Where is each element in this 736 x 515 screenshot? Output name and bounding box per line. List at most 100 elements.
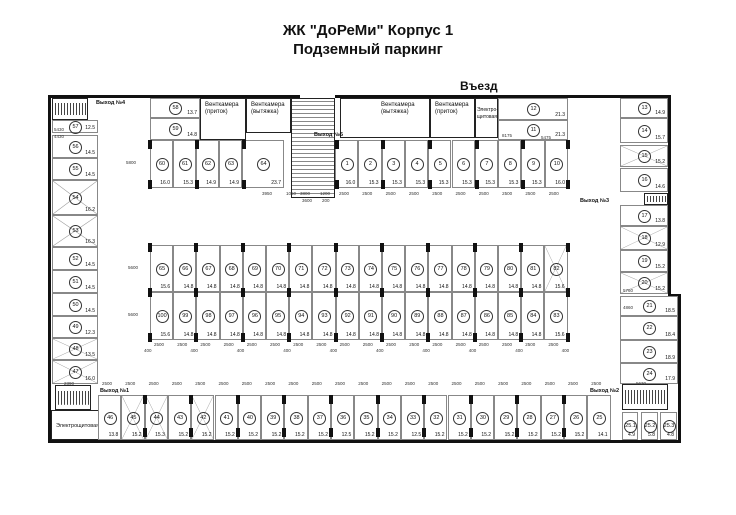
parking-spot[interactable]: 2615.2: [564, 395, 588, 440]
parking-spot[interactable]: 6314.9: [219, 140, 242, 188]
parking-spot[interactable]: 9114.8: [358, 292, 382, 340]
parking-spot[interactable]: 2015.2: [620, 272, 668, 294]
parking-spot[interactable]: 3115.2: [447, 395, 471, 440]
parking-spot[interactable]: 1812.9: [620, 226, 668, 250]
parking-spot[interactable]: 8914.8: [405, 292, 429, 340]
parking-spot[interactable]: 5914.8: [150, 118, 200, 140]
parking-spot[interactable]: 9014.8: [382, 292, 406, 340]
parking-spot[interactable]: 4015.2: [237, 395, 262, 440]
parking-spot[interactable]: 2318.9: [620, 340, 678, 363]
parking-spot[interactable]: 5114.5: [52, 270, 98, 293]
parking-spot[interactable]: 7514.8: [382, 245, 406, 292]
parking-spot[interactable]: 25.25.8: [641, 412, 658, 440]
parking-spot[interactable]: 9614.8: [242, 292, 266, 340]
parking-spot[interactable]: 3015.2: [470, 395, 495, 440]
parking-spot[interactable]: 3312.5: [400, 395, 425, 440]
parking-spot[interactable]: 5014.5: [52, 293, 98, 316]
parking-spot[interactable]: 3415.2: [377, 395, 401, 440]
parking-spot[interactable]: 8614.8: [474, 292, 498, 340]
parking-spot[interactable]: 4315.2: [167, 395, 192, 440]
parking-spot[interactable]: 9814.8: [196, 292, 220, 340]
parking-spot[interactable]: 6914.8: [242, 245, 266, 292]
parking-spot[interactable]: 7414.8: [358, 245, 382, 292]
parking-spot[interactable]: 7014.8: [266, 245, 290, 292]
parking-spot[interactable]: 6614.8: [173, 245, 197, 292]
parking-spot[interactable]: 7614.8: [405, 245, 429, 292]
parking-spot[interactable]: 2218.4: [620, 316, 678, 340]
parking-spot[interactable]: 1713.8: [620, 205, 668, 226]
parking-spot[interactable]: 215.3: [358, 140, 382, 188]
parking-spot[interactable]: 1515.2: [620, 145, 668, 167]
parking-spot[interactable]: 2118.5: [620, 296, 678, 316]
parking-spot[interactable]: 4716.0: [52, 360, 98, 384]
parking-spot[interactable]: 5614.5: [52, 135, 98, 158]
parking-spot[interactable]: 1121.3: [498, 120, 568, 140]
parking-spot[interactable]: 615.3: [451, 140, 475, 188]
parking-spot[interactable]: 7814.8: [451, 245, 475, 292]
parking-spot[interactable]: 1614.6: [620, 168, 668, 192]
parking-spot[interactable]: 8315.6: [544, 292, 568, 340]
parking-spot[interactable]: 6115.3: [173, 140, 196, 188]
parking-spot[interactable]: 4813.5: [52, 338, 98, 360]
parking-spot[interactable]: 8514.8: [498, 292, 522, 340]
parking-spot[interactable]: 3515.2: [354, 395, 378, 440]
parking-spot[interactable]: 415.3: [404, 140, 429, 188]
parking-spot[interactable]: 6423.7: [242, 140, 284, 188]
parking-spot[interactable]: 3815.2: [284, 395, 308, 440]
parking-spot[interactable]: 2815.2: [517, 395, 541, 440]
parking-spot[interactable]: 2417.9: [620, 363, 678, 384]
parking-spot[interactable]: 116.0: [335, 140, 359, 188]
parking-spot[interactable]: 2915.2: [494, 395, 518, 440]
parking-spot[interactable]: 2715.2: [540, 395, 564, 440]
parking-spot[interactable]: 9314.8: [312, 292, 336, 340]
parking-spot[interactable]: 4115.2: [214, 395, 238, 440]
parking-spot[interactable]: 6814.8: [219, 245, 243, 292]
parking-spot[interactable]: 5416.2: [52, 180, 98, 215]
parking-spot[interactable]: 8814.8: [428, 292, 452, 340]
parking-spot[interactable]: 3915.2: [261, 395, 285, 440]
parking-spot[interactable]: 10015.6: [150, 292, 174, 340]
parking-spot[interactable]: 3715.2: [307, 395, 331, 440]
parking-spot[interactable]: 9214.8: [335, 292, 359, 340]
parking-spot[interactable]: 5316.3: [52, 215, 98, 247]
parking-spot[interactable]: 2514.1: [587, 395, 611, 440]
parking-spot[interactable]: 25.34.8: [660, 412, 677, 440]
parking-spot[interactable]: 6214.9: [196, 140, 219, 188]
parking-spot[interactable]: 5514.5: [52, 158, 98, 180]
parking-spot[interactable]: 9914.8: [173, 292, 197, 340]
parking-spot[interactable]: 8414.8: [521, 292, 545, 340]
parking-spot[interactable]: 4912.3: [52, 316, 98, 338]
parking-spot[interactable]: 915.3: [521, 140, 545, 188]
parking-spot[interactable]: 8215.6: [544, 245, 568, 292]
parking-spot[interactable]: 8014.8: [498, 245, 522, 292]
parking-spot[interactable]: 4215.2: [191, 395, 215, 440]
parking-spot[interactable]: 1314.9: [620, 98, 668, 118]
parking-spot[interactable]: 25.14.9: [622, 412, 638, 440]
parking-spot[interactable]: 3612.5: [331, 395, 355, 440]
parking-spot[interactable]: 7714.8: [428, 245, 452, 292]
parking-spot[interactable]: 4415.3: [144, 395, 168, 440]
parking-spot[interactable]: 715.3: [474, 140, 499, 188]
parking-spot[interactable]: 7314.8: [335, 245, 359, 292]
parking-spot[interactable]: 7214.8: [312, 245, 336, 292]
parking-spot[interactable]: 6515.6: [150, 245, 174, 292]
parking-spot[interactable]: 5712.5: [52, 120, 98, 134]
parking-spot[interactable]: 8714.8: [451, 292, 475, 340]
parking-spot[interactable]: 6714.8: [196, 245, 220, 292]
parking-spot[interactable]: 1221.3: [498, 98, 568, 120]
parking-spot[interactable]: 815.3: [498, 140, 522, 188]
parking-spot[interactable]: 1415.7: [620, 118, 668, 143]
parking-spot[interactable]: 9714.8: [219, 292, 243, 340]
parking-spot[interactable]: 1915.2: [620, 250, 668, 272]
parking-spot[interactable]: 9514.8: [266, 292, 290, 340]
parking-spot[interactable]: 7114.8: [289, 245, 313, 292]
parking-spot[interactable]: 4613.8: [98, 395, 122, 440]
parking-spot[interactable]: 8114.8: [521, 245, 545, 292]
parking-spot[interactable]: 7914.8: [474, 245, 498, 292]
parking-spot[interactable]: 5214.5: [52, 247, 98, 270]
parking-spot[interactable]: 1016.0: [544, 140, 568, 188]
parking-spot[interactable]: 515.3: [428, 140, 452, 188]
parking-spot[interactable]: 315.3: [381, 140, 405, 188]
parking-spot[interactable]: 3215.2: [424, 395, 448, 440]
parking-spot[interactable]: 4515.2: [121, 395, 145, 440]
